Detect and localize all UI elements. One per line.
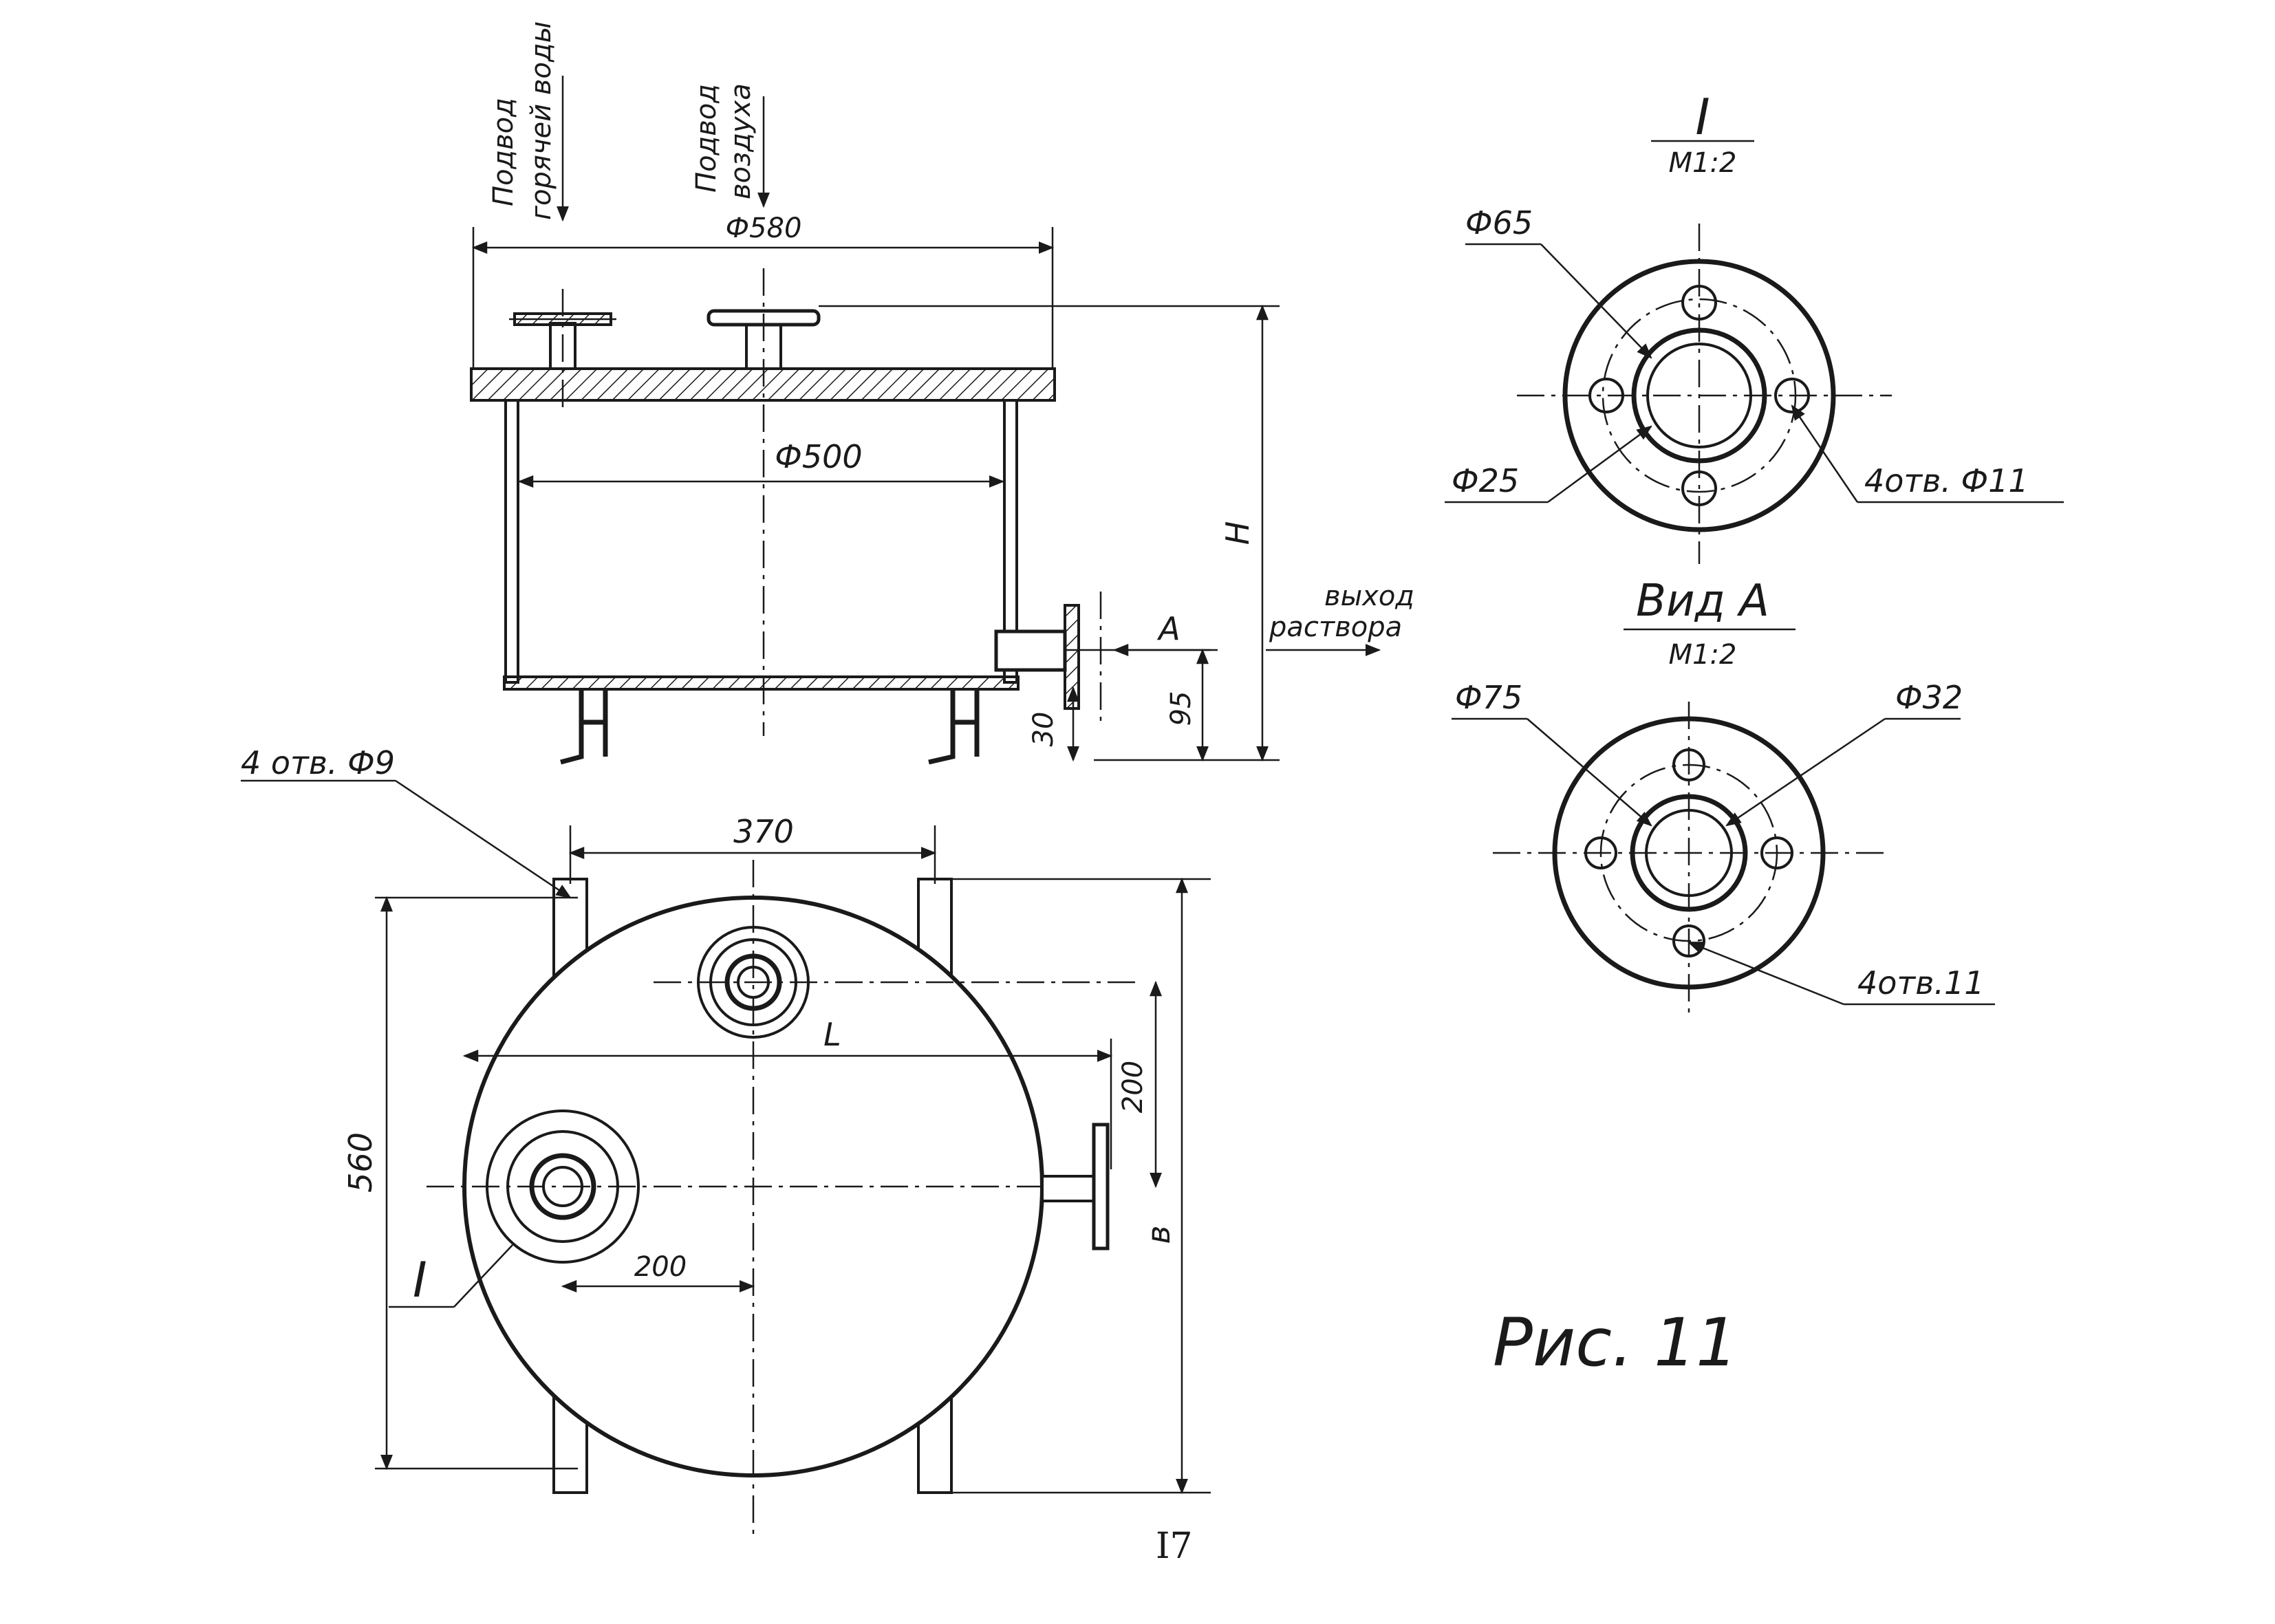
- view-A-d32: Ф32: [1895, 679, 1963, 716]
- plan-view: 370 560 в L 200 200 4 отв. Ф9 I: [241, 744, 1211, 1541]
- plan-outlet-pipe: [1041, 1175, 1099, 1202]
- dim-95: 95: [1165, 691, 1197, 726]
- inlet-air-label-1: Подвод: [691, 84, 722, 193]
- dim-H: H: [1219, 521, 1256, 545]
- inlet-water-label-2: горячей воды: [526, 21, 557, 220]
- plan-air-nozzle: [654, 926, 1142, 1039]
- vessel-wall-left: [504, 399, 519, 684]
- dim-200-right: 200: [1117, 1061, 1149, 1113]
- dim-580: Ф580: [726, 213, 802, 244]
- holes-note: 4 отв. Ф9: [241, 744, 395, 781]
- plan-outlet-flange: [1092, 1123, 1110, 1251]
- dim-370: 370: [733, 813, 794, 850]
- dim-500: Ф500: [775, 438, 862, 475]
- detail-I-title: I: [1695, 88, 1710, 146]
- detail-I-holes: 4отв. Ф11: [1864, 462, 2029, 499]
- page-number: I7: [1156, 1526, 1193, 1567]
- outlet-pipe: [994, 629, 1067, 672]
- figure-caption: Рис. 11: [1493, 1304, 1738, 1381]
- detail-mark-I: I: [413, 1252, 427, 1308]
- view-A-d75: Ф75: [1455, 679, 1522, 716]
- plan-water-nozzle: [486, 1109, 640, 1264]
- view-A-title: Вид А: [1636, 576, 1769, 627]
- support-left: [560, 689, 608, 765]
- dim-200-bottom: 200: [634, 1251, 687, 1283]
- outlet-label-2: раствора: [1269, 611, 1402, 643]
- detail-I-d65: Ф65: [1465, 204, 1533, 241]
- dim-B: в: [1140, 1225, 1177, 1244]
- inlet-water-label-1: Подвод: [488, 98, 519, 206]
- support-right: [928, 689, 980, 765]
- outlet-flange: [1064, 604, 1080, 710]
- detail-I: I М1:2 Ф65 Ф25 4отв. Ф11: [1445, 88, 2064, 564]
- view-A: Вид А М1:2 Ф75 Ф32 4отв.11: [1452, 576, 1995, 1018]
- dim-30: 30: [1028, 712, 1059, 747]
- view-A-holes: 4отв.11: [1857, 964, 1984, 1002]
- outlet-label-1: выход: [1324, 581, 1414, 612]
- front-view: Ф580 Ф500 H 95 30 A выход раствора Подво…: [470, 21, 1414, 765]
- view-mark-A: A: [1156, 610, 1180, 647]
- view-A-scale: М1:2: [1669, 639, 1737, 671]
- detail-I-scale: М1:2: [1669, 147, 1737, 179]
- detail-I-d25: Ф25: [1452, 462, 1519, 499]
- vessel-bottom: [503, 675, 1020, 691]
- inlet-air-label-2: воздуха: [725, 83, 757, 199]
- dim-560: 560: [342, 1132, 379, 1193]
- dim-L: L: [823, 1016, 841, 1053]
